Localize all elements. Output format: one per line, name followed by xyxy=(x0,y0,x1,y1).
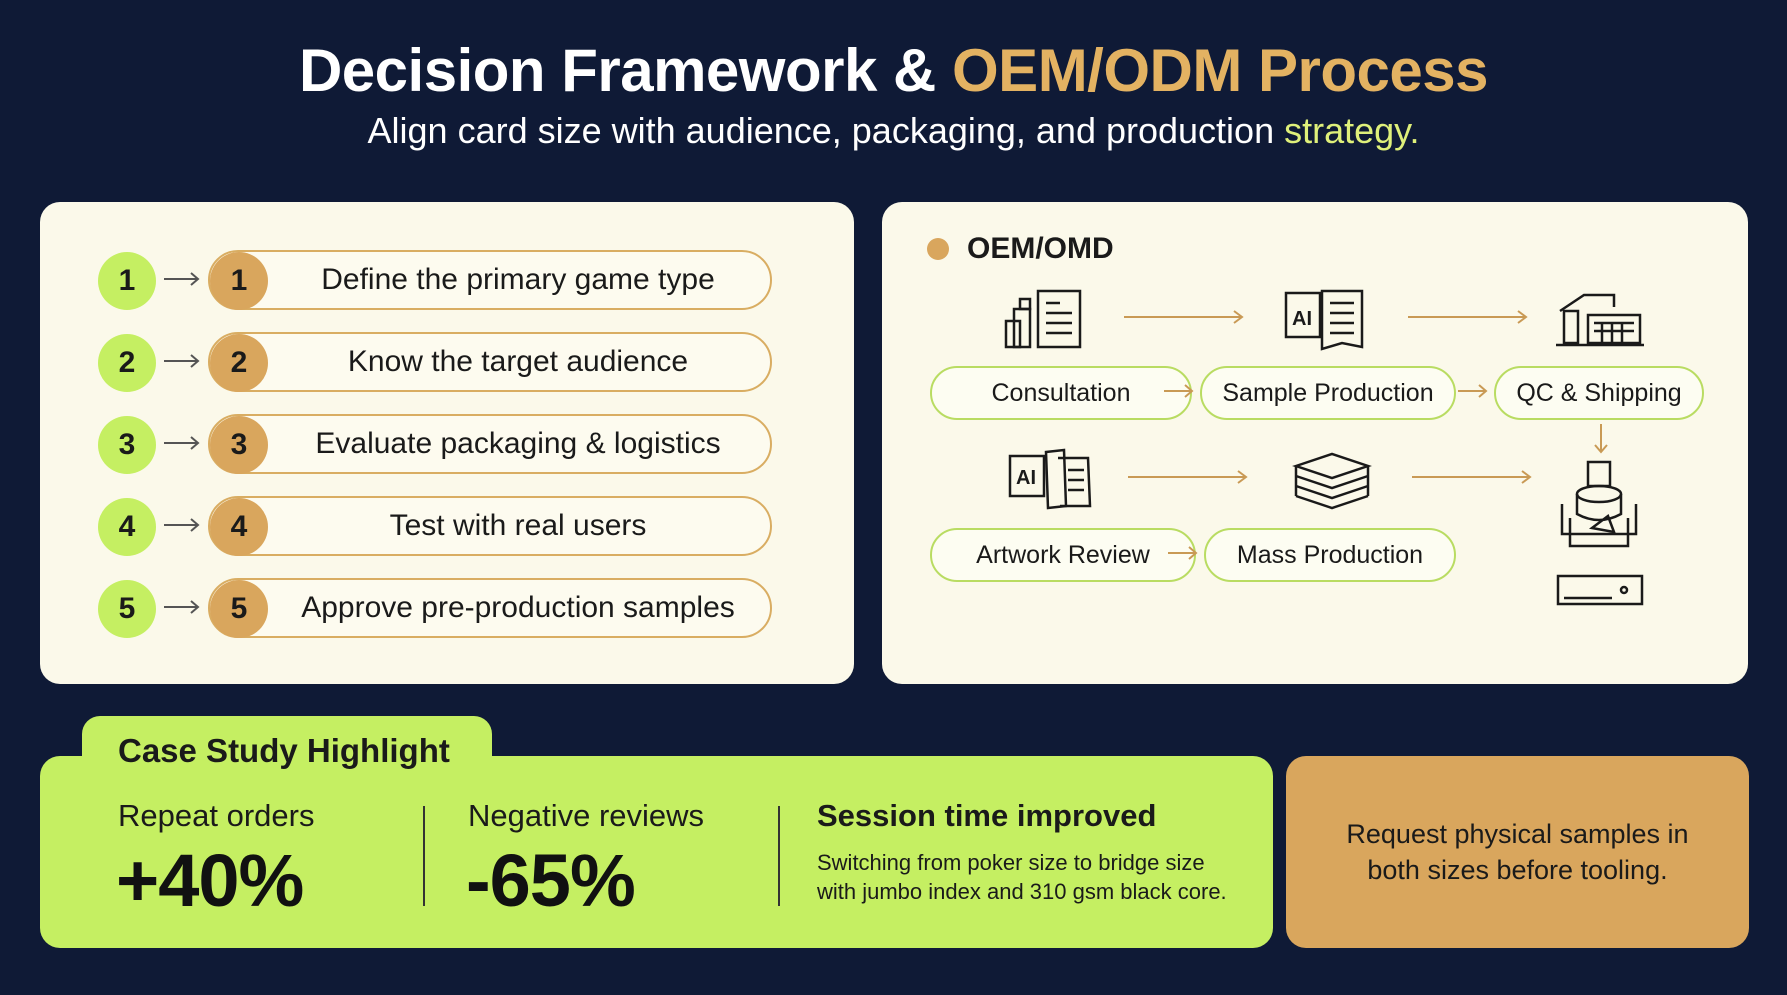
stacked-sheets-icon xyxy=(1292,452,1372,510)
session-time-description: Switching from poker size to bridge size… xyxy=(817,850,1227,904)
metric-divider xyxy=(778,806,780,906)
step-pill xyxy=(208,496,772,556)
title-accent: OEM/ODM Process xyxy=(952,37,1489,104)
arrow-right-icon xyxy=(164,518,200,532)
ai-label: AI xyxy=(1292,308,1312,330)
step-number-circle: 5 xyxy=(210,580,268,638)
step-number-badge: 3 xyxy=(98,416,156,474)
step-number-circle: 1 xyxy=(210,252,268,310)
arrow-right-icon xyxy=(164,354,200,368)
session-time-title: Session time improved xyxy=(817,798,1157,833)
step-number-badge: 5 xyxy=(98,580,156,638)
stage-artwork-review: Artwork Review xyxy=(930,528,1196,582)
title-main: Decision Framework & xyxy=(298,37,953,104)
page-title: Decision Framework & OEM/ODM Process xyxy=(0,36,1787,105)
oem-heading: OEM/OMD xyxy=(927,232,1114,266)
step-number-badge: 1 xyxy=(98,252,156,310)
metric-value-negative-reviews: -65% xyxy=(466,839,636,922)
step-number-badge: 2 xyxy=(98,334,156,392)
step-label: Evaluate packaging & logistics xyxy=(315,427,721,460)
step-number-badge: 4 xyxy=(98,498,156,556)
stage-consultation: Consultation xyxy=(930,366,1192,420)
arrow-right-icon xyxy=(1458,384,1488,398)
subtitle-main: Align card size with audience, packaging… xyxy=(367,110,1285,151)
step-row-2: 2 2 Know the target audience xyxy=(98,332,772,394)
flow-arrow-icon xyxy=(1124,310,1244,324)
arrow-right-icon xyxy=(1164,384,1194,398)
case-study-tab xyxy=(82,716,492,786)
step-row-4: 4 4 Test with real users xyxy=(98,496,772,558)
step-number-circle: 2 xyxy=(210,334,268,392)
tip-text: Request physical samples in both sizes b… xyxy=(1346,819,1689,885)
step-row-3: 3 3 Evaluate packaging & logistics xyxy=(98,414,772,476)
ai-label: AI xyxy=(1016,467,1036,489)
flow-arrow-icon xyxy=(1412,470,1532,484)
subtitle-accent: strategy. xyxy=(1284,110,1420,151)
arrow-down-icon xyxy=(1594,424,1608,454)
step-pill xyxy=(208,578,772,638)
flow-arrow-icon xyxy=(1408,310,1528,324)
tip-box: Request physical samples in both sizes b… xyxy=(1286,756,1749,948)
stage-label: Sample Production xyxy=(1222,378,1434,407)
step-label: Approve pre-production samples xyxy=(301,591,735,624)
metric-value-repeat-orders: +40% xyxy=(116,839,304,922)
arrow-right-icon xyxy=(164,436,200,450)
step-label: Test with real users xyxy=(389,509,647,542)
oem-heading-label: OEM/OMD xyxy=(967,232,1114,265)
step-pill xyxy=(208,250,772,310)
step-pill xyxy=(208,414,772,474)
case-study-title: Case Study Highlight xyxy=(118,732,450,769)
step-row-5: 5 5 Approve pre-production samples xyxy=(98,578,772,640)
metric-divider xyxy=(423,806,425,906)
arrow-right-icon xyxy=(164,272,200,286)
page-subtitle: Align card size with audience, packaging… xyxy=(0,110,1787,152)
step-number-circle: 3 xyxy=(210,416,268,474)
step-row-1: 1 1 Define the primary game type xyxy=(98,250,772,312)
flow-arrow-icon xyxy=(1128,470,1248,484)
step-label: Know the target audience xyxy=(347,345,689,378)
factory-icon xyxy=(1556,293,1644,347)
tray-icon xyxy=(1556,574,1644,606)
arrow-right-icon xyxy=(1168,546,1198,560)
stage-mass-production: Mass Production xyxy=(1204,528,1456,582)
stage-label: Mass Production xyxy=(1236,540,1424,569)
ai-artwork-icon: AI xyxy=(1008,448,1092,510)
stage-label: QC & Shipping xyxy=(1516,378,1682,407)
arrow-right-icon xyxy=(164,600,200,614)
oem-process-panel: OEM/OMD AI Consultation Sample Produ xyxy=(882,202,1748,684)
stage-label: Artwork Review xyxy=(976,540,1150,569)
case-study-box xyxy=(40,756,1273,948)
metric-label-repeat-orders: Repeat orders xyxy=(118,798,315,833)
machine-icon xyxy=(1560,460,1638,548)
step-pill xyxy=(208,332,772,392)
stage-sample-production: Sample Production xyxy=(1200,366,1456,420)
documents-icon xyxy=(1004,289,1082,349)
decision-steps-panel: 1 1 Define the primary game type 2 2 Kno… xyxy=(40,202,854,684)
step-label: Define the primary game type xyxy=(321,263,715,296)
bullet-dot-icon xyxy=(927,238,949,260)
stage-label: Consultation xyxy=(991,378,1131,407)
stage-qc-shipping: QC & Shipping xyxy=(1494,366,1704,420)
step-number-circle: 4 xyxy=(210,498,268,556)
metric-label-negative-reviews: Negative reviews xyxy=(468,798,705,833)
ai-document-icon: AI xyxy=(1284,289,1364,351)
